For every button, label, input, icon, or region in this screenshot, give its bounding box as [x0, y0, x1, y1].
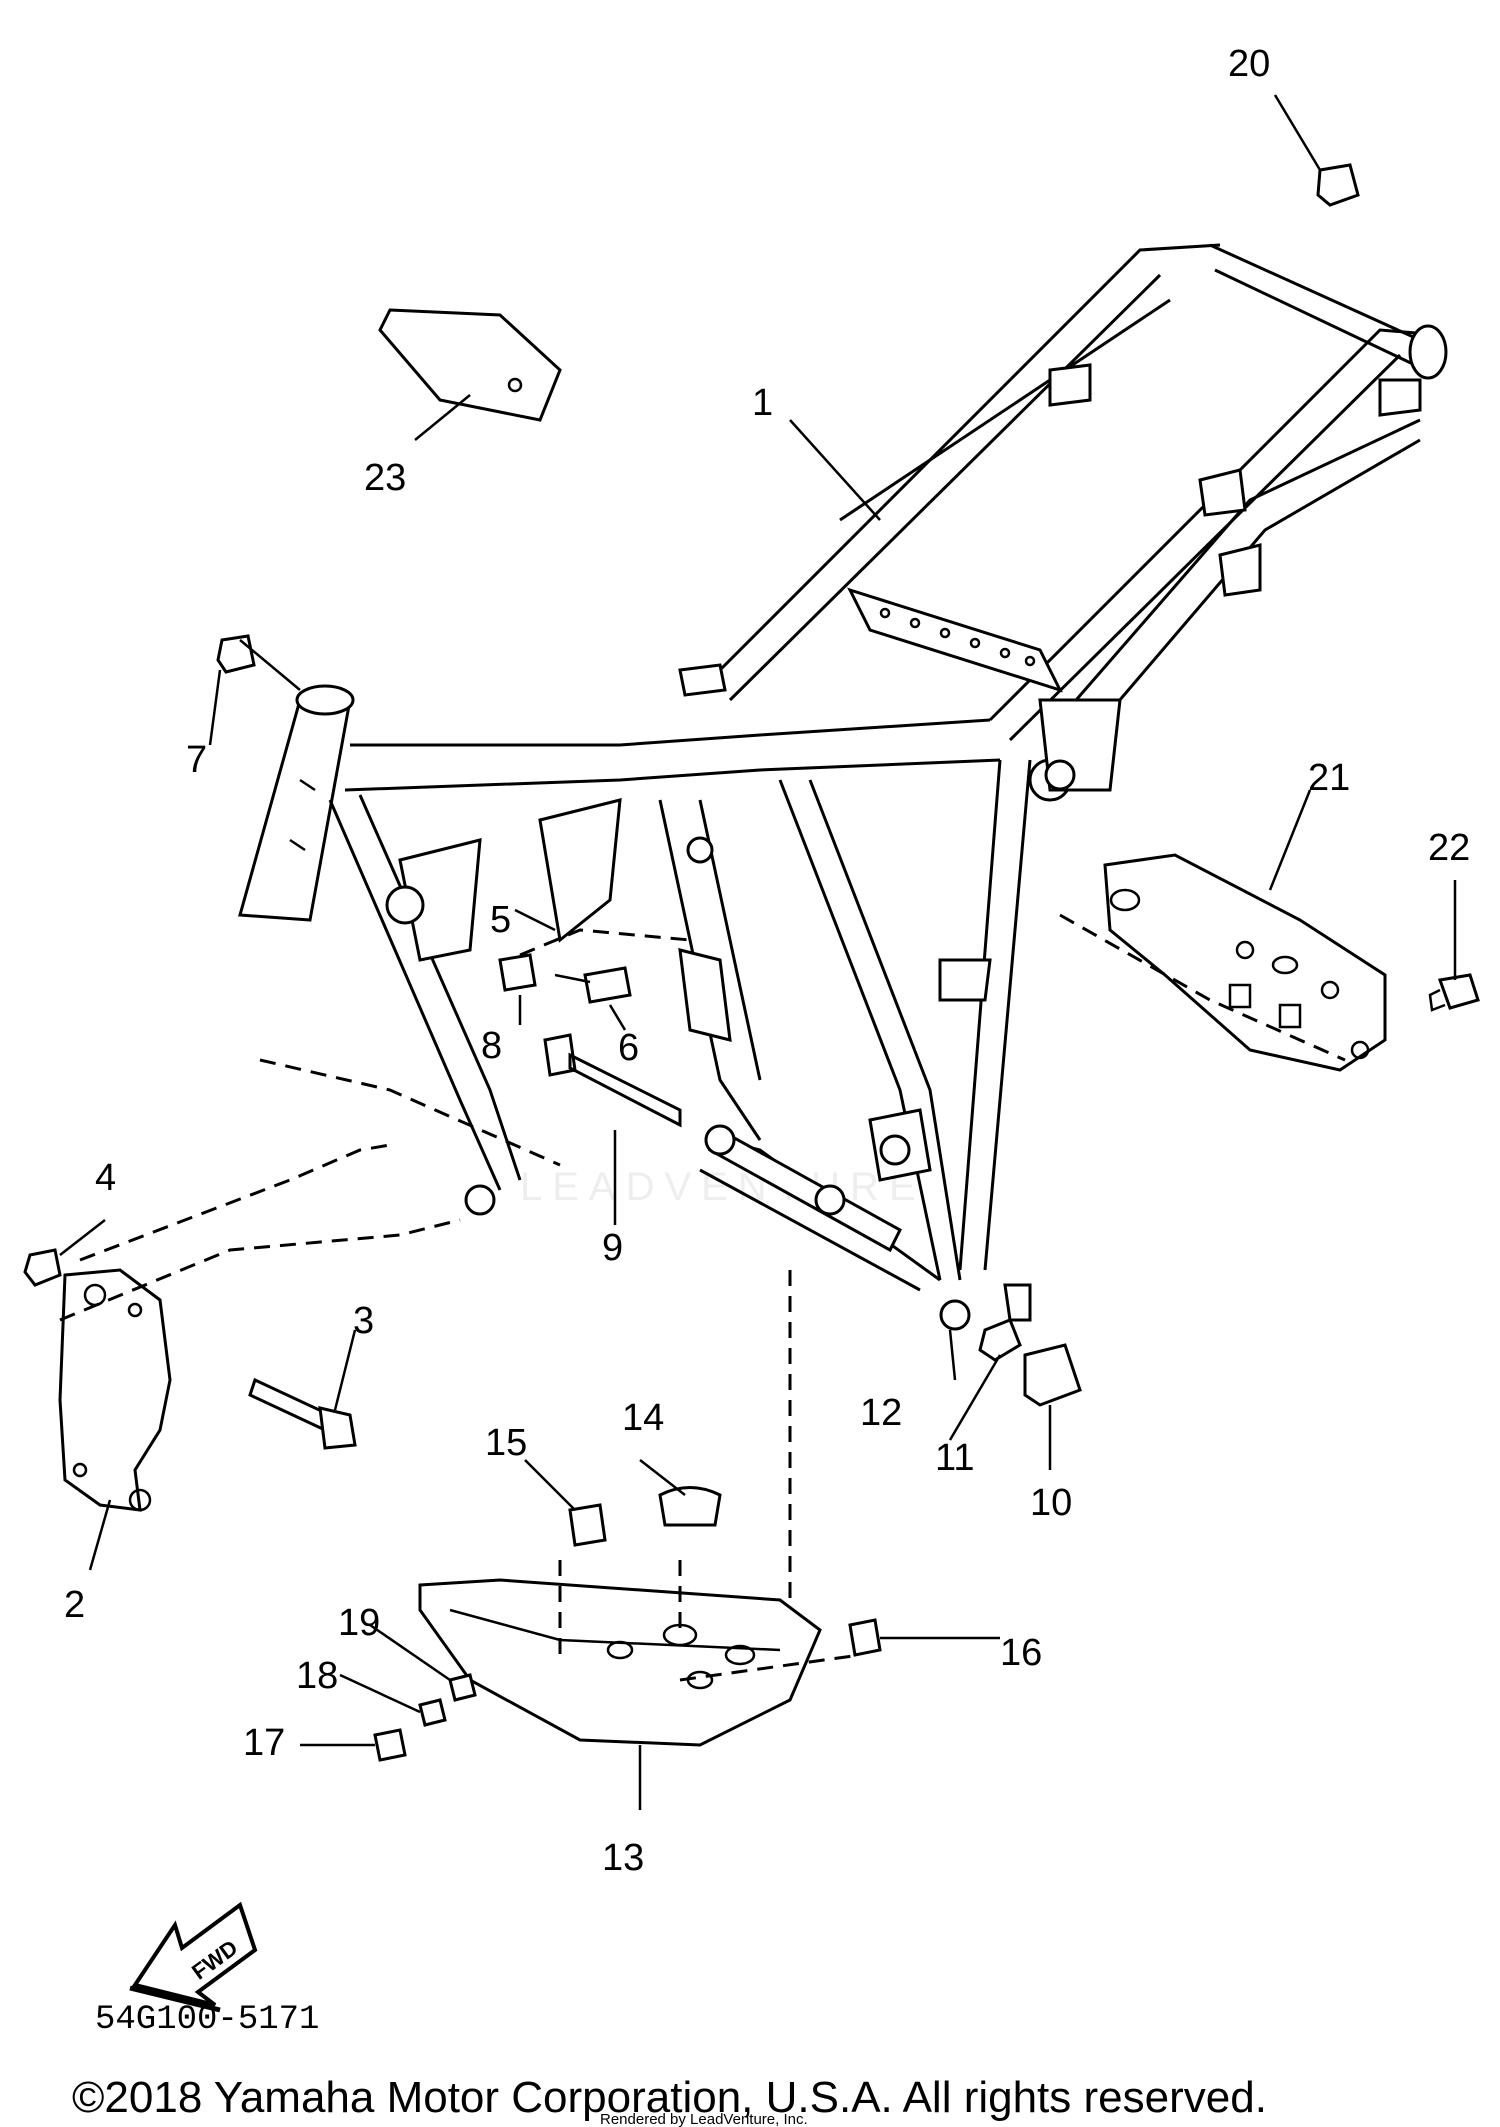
part-14-plug — [658, 1486, 722, 1527]
label-7: 7 — [186, 739, 207, 781]
part-labels: 20 1 23 7 21 22 5 8 6 9 4 3 2 12 11 10 1… — [64, 43, 1470, 1879]
part-15-bolt — [568, 1503, 607, 1547]
label-1: 1 — [752, 382, 773, 424]
label-15: 15 — [485, 1422, 527, 1464]
part-20-cap — [1316, 163, 1360, 207]
part-13-skid-plate — [418, 1578, 822, 1747]
watermark: LEADVENTURE — [520, 1165, 926, 1209]
part-16-bolt — [848, 1618, 882, 1657]
part-21-guard — [1103, 853, 1387, 1072]
part-4-nut — [23, 1248, 62, 1287]
part-7-cap — [216, 634, 256, 674]
label-11: 11 — [935, 1437, 974, 1479]
part-19-washer — [448, 1673, 477, 1702]
label-10: 10 — [1030, 1482, 1072, 1524]
part-6-bolt — [583, 966, 632, 1004]
fwd-arrow-icon: FWD — [129, 1901, 258, 2013]
part-3-bolt — [248, 1377, 332, 1433]
part-2-bracket — [58, 1268, 172, 1512]
render-credit: Rendered by LeadVenture, Inc. — [600, 2111, 808, 2127]
main-frame — [238, 243, 1448, 1292]
drawing-code: 54G100-5171 — [95, 2001, 319, 2039]
part-18-nut — [418, 1698, 447, 1727]
label-5: 5 — [490, 899, 511, 941]
label-19: 19 — [338, 1602, 380, 1644]
label-4: 4 — [95, 1157, 116, 1199]
part-11-washer — [978, 1318, 1022, 1362]
label-16: 16 — [1000, 1632, 1042, 1674]
label-20: 20 — [1228, 43, 1270, 85]
label-12: 12 — [860, 1392, 902, 1434]
part-10-nut — [1023, 1343, 1082, 1407]
label-2: 2 — [64, 1584, 85, 1626]
label-18: 18 — [296, 1655, 338, 1697]
label-14: 14 — [622, 1397, 664, 1439]
part-17-bolt — [373, 1728, 407, 1762]
label-9: 9 — [602, 1227, 623, 1269]
label-21: 21 — [1308, 757, 1350, 799]
part-12-collar — [939, 1299, 971, 1331]
part-8-nut — [498, 953, 537, 992]
label-6: 6 — [618, 1027, 639, 1069]
label-3: 3 — [353, 1300, 374, 1342]
label-17: 17 — [243, 1722, 285, 1764]
label-13: 13 — [602, 1837, 644, 1879]
part-23-plate — [378, 308, 562, 422]
label-22: 22 — [1428, 827, 1470, 869]
part-22-bolt — [1437, 973, 1480, 1010]
copyright: ©2018 Yamaha Motor Corporation, U.S.A. A… — [72, 2073, 1267, 2122]
label-8: 8 — [481, 1025, 502, 1067]
label-23: 23 — [364, 457, 406, 499]
